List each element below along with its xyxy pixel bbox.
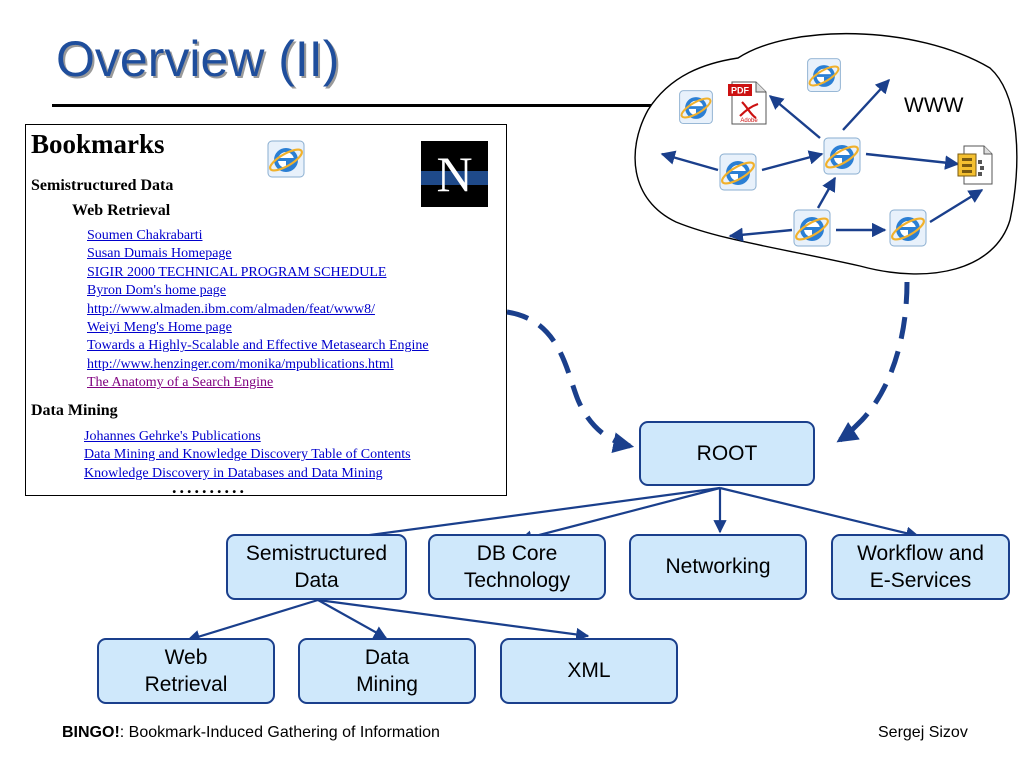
bookmark-link[interactable]: Johannes Gehrke's Publications (84, 429, 261, 444)
bookmark-link[interactable]: Soumen Chakrabarti (87, 228, 203, 243)
bookmark-link-visited[interactable]: The Anatomy of a Search Engine (87, 375, 274, 391)
netscape-logo-band (421, 171, 488, 185)
bookmark-link[interactable]: Data Mining and Knowledge Discovery Tabl… (84, 447, 411, 463)
title-divider (52, 104, 652, 107)
pdf-document-icon: PDF Adobe (728, 81, 767, 125)
www-arrow (728, 227, 793, 242)
node-semistructured-data[interactable]: Semistructured Data (226, 534, 407, 600)
list-item: http://www.almaden.ibm.com/almaden/feat/… (87, 301, 429, 319)
bookmark-link[interactable]: Susan Dumais Homepage (87, 246, 232, 262)
web-page-ie-icon (823, 137, 861, 175)
bookmark-folder-semistructured-data[interactable]: Semistructured Data (31, 177, 174, 194)
www-to-root-arrow (836, 281, 910, 443)
bookmark-link[interactable]: Byron Dom's home page (87, 283, 227, 299)
root-node[interactable]: ROOT (639, 421, 815, 486)
web-page-ie-icon (807, 58, 841, 92)
more-bookmarks-ellipsis: .......... (172, 477, 247, 497)
node-db-core-technology[interactable]: DB Core Technology (428, 534, 606, 600)
web-page-ie-icon (679, 90, 713, 124)
footer-tagline: : Bookmark-Induced Gathering of Informat… (119, 724, 440, 741)
bookmarks-heading: Bookmarks (31, 129, 165, 159)
node-web-retrieval[interactable]: Web Retrieval (97, 638, 275, 704)
www-arrow (761, 150, 824, 172)
bookmark-folder-data-mining[interactable]: Data Mining (31, 402, 118, 419)
tree-arrow (186, 598, 319, 643)
bookmark-link[interactable]: SIGIR 2000 TECHNICAL PROGRAM SCHEDULE (87, 264, 387, 280)
bookmark-link[interactable]: http://www.henzinger.com/monika/mpublica… (87, 356, 394, 372)
list-item: http://www.henzinger.com/monika/mpublica… (87, 356, 429, 374)
tree-arrow (719, 486, 920, 540)
browser-ie-icon (267, 140, 305, 178)
list-item: Susan Dumais Homepage (87, 245, 429, 263)
footer-brand: BINGO! (62, 724, 120, 741)
footer-author: Sergej Sizov (878, 724, 968, 741)
pdf-badge-text: PDF (731, 86, 750, 96)
www-arrow (816, 176, 837, 209)
www-label: WWW (904, 94, 964, 117)
adobe-label-text: Adobe (740, 118, 758, 124)
tree-arrow (317, 598, 590, 641)
list-item: Byron Dom's home page (87, 282, 429, 300)
list-item: Knowledge Discovery in Databases and Dat… (84, 465, 411, 483)
list-item: Data Mining and Knowledge Discovery Tabl… (84, 446, 411, 464)
bookmark-link[interactable]: Weiyi Meng's Home page (87, 320, 232, 336)
footer-title: BINGO!: Bookmark-Induced Gathering of In… (62, 724, 440, 742)
archive-document-icon (957, 145, 993, 185)
list-item: Weiyi Meng's Home page (87, 319, 429, 337)
tree-arrow (317, 599, 388, 639)
bookmark-link[interactable]: Knowledge Discovery in Databases and Dat… (84, 465, 383, 481)
list-item: Johannes Gehrke's Publications (84, 428, 411, 446)
tree-arrows (186, 486, 920, 643)
node-data-mining[interactable]: Data Mining (298, 638, 476, 704)
list-item: The Anatomy of a Search Engine (87, 374, 429, 392)
www-arrow (929, 188, 984, 224)
list-item: Towards a Highly-Scalable and Effective … (87, 337, 429, 355)
netscape-logo-letter: N (436, 146, 473, 202)
list-item: Soumen Chakrabarti (87, 227, 429, 245)
node-networking[interactable]: Networking (629, 534, 807, 600)
tree-arrow (316, 486, 721, 547)
bookmarks-panel: Bookmarks N Semistructured Data Web Retr… (25, 124, 507, 497)
www-arrow (660, 150, 719, 172)
www-arrow (768, 95, 821, 139)
node-xml[interactable]: XML (500, 638, 678, 704)
bookmark-folder-web-retrieval[interactable]: Web Retrieval (72, 202, 171, 219)
slide-title: Overview (II) (56, 31, 340, 87)
bookmark-link[interactable]: http://www.almaden.ibm.com/almaden/feat/… (87, 301, 375, 317)
bookmarks-to-root-arrow (506, 309, 635, 453)
www-link-arrows (660, 78, 984, 242)
web-page-ie-icon (793, 209, 831, 247)
tree-arrow (518, 486, 721, 544)
bookmark-link[interactable]: Towards a Highly-Scalable and Effective … (87, 338, 429, 354)
web-page-ie-icon (719, 153, 757, 191)
list-item: SIGIR 2000 TECHNICAL PROGRAM SCHEDULE (87, 264, 429, 282)
www-arrow (865, 152, 960, 170)
node-workflow-e-services[interactable]: Workflow and E-Services (831, 534, 1010, 600)
data-mining-link-list: Johannes Gehrke's Publications Data Mini… (84, 428, 411, 483)
netscape-logo: N (421, 141, 488, 207)
web-retrieval-link-list: Soumen Chakrabarti Susan Dumais Homepage… (87, 227, 429, 393)
www-arrow (842, 78, 890, 131)
web-page-ie-icon (889, 209, 927, 247)
